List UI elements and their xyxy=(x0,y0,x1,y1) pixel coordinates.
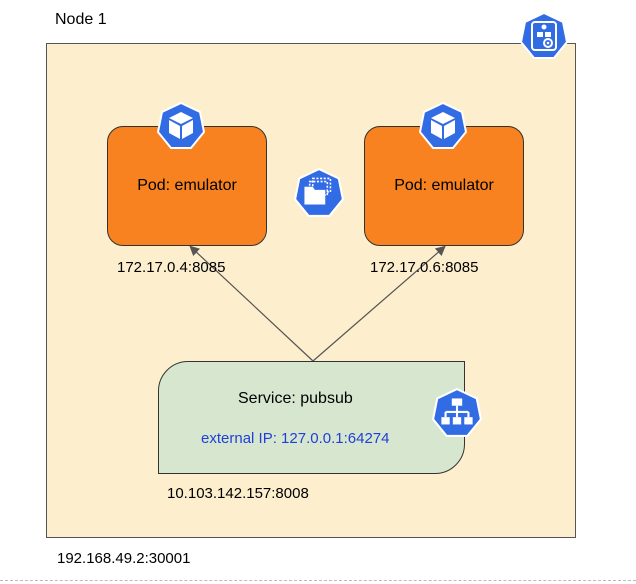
pod-2[interactable]: Pod: emulator xyxy=(364,126,524,246)
bottom-divider xyxy=(0,580,636,581)
kubernetes-replicaset-icon xyxy=(293,167,345,217)
kubernetes-node-icon xyxy=(519,11,569,59)
pod-1-label: Pod: emulator xyxy=(137,177,237,194)
node-ip: 192.168.49.2:30001 xyxy=(57,550,191,567)
pod-1-ip: 172.17.0.4:8085 xyxy=(117,259,226,276)
service-pubsub[interactable] xyxy=(158,361,465,474)
service-external-ip: external IP: 127.0.0.1:64274 xyxy=(201,430,390,447)
pod-2-label: Pod: emulator xyxy=(394,177,494,194)
kubernetes-pod-cube-icon xyxy=(156,101,206,149)
node-title: Node 1 xyxy=(55,11,107,28)
kubernetes-service-icon xyxy=(431,387,483,437)
pod-2-ip: 172.17.0.6:8085 xyxy=(370,259,479,276)
kubernetes-pod-cube-icon xyxy=(418,101,468,149)
service-cluster-ip: 10.103.142.157:8008 xyxy=(167,485,309,502)
service-title: Service: pubsub xyxy=(238,390,353,407)
